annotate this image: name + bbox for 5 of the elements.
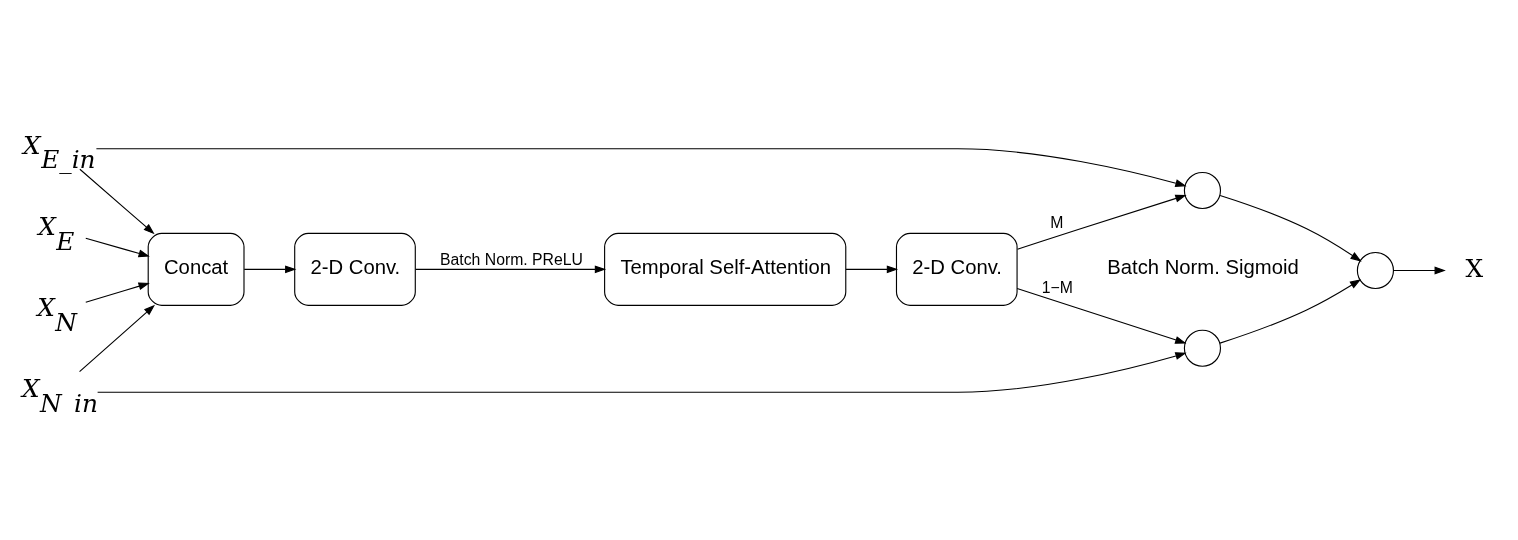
edge-label: M (1050, 213, 1064, 231)
node-text: X (1465, 253, 1484, 283)
edge-label: Batch Norm. PReLU (440, 250, 583, 268)
label: Batch Norm. Sigmoid (1107, 255, 1299, 278)
edge-label: 1−M (1041, 278, 1073, 296)
